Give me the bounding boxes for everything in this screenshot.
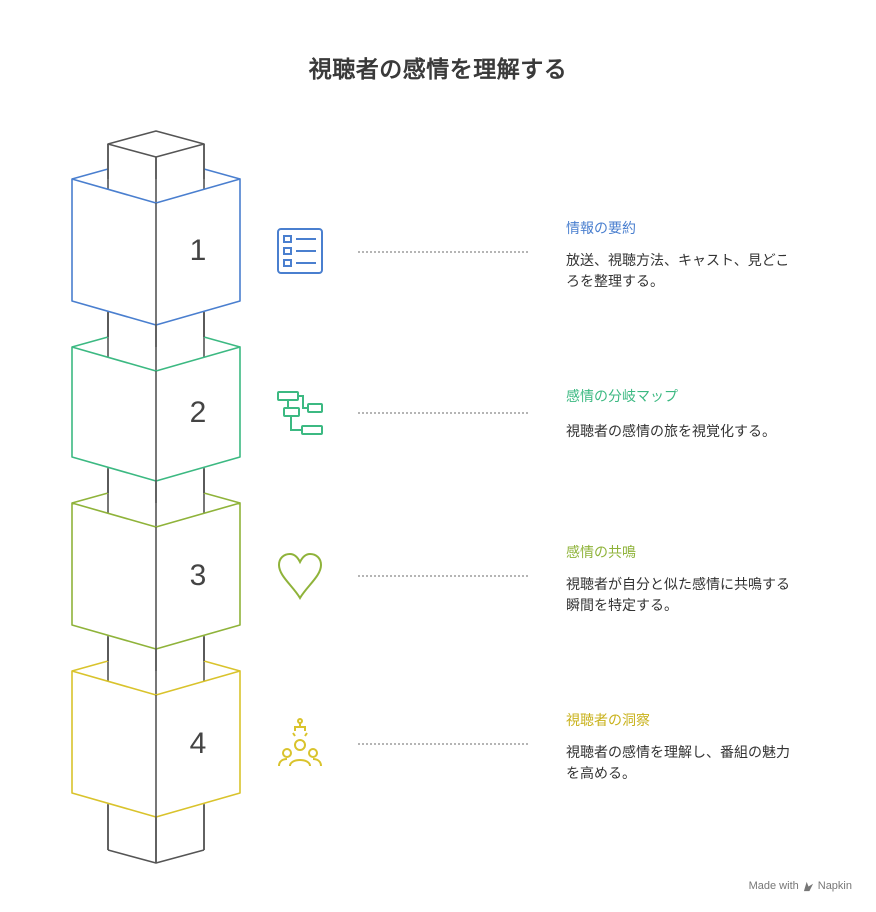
- audience-icon: [278, 718, 322, 767]
- heart-icon: [277, 552, 323, 600]
- step-4-title: 視聴者の洞察: [566, 713, 650, 729]
- connector-3: [358, 575, 528, 577]
- connector-2: [358, 412, 528, 414]
- step-1-number: 1: [189, 234, 207, 267]
- step-1-description: 放送、視聴方法、キャスト、見どころを整理する。: [566, 253, 790, 290]
- list-icon: [277, 228, 323, 274]
- step-4-description: 視聴者の感情を理解し、番組の魅力を高める。: [566, 745, 790, 782]
- napkin-logo-icon: [803, 881, 813, 891]
- shaft-top: [107, 130, 205, 158]
- connector-1: [358, 251, 528, 253]
- step-3-number: 3: [189, 559, 207, 592]
- made-with-napkin: Made with Napkin: [749, 880, 852, 892]
- step-2-number: 2: [189, 396, 207, 429]
- step-2-title: 感情の分岐マップ: [566, 389, 678, 405]
- step-3-description: 視聴者が自分と似た感情に共鳴する瞬間を特定する。: [566, 577, 790, 614]
- made-with-label: Made with: [748, 880, 799, 892]
- page-title: 視聴者の感情を理解する: [308, 57, 568, 83]
- connector-4: [358, 743, 528, 745]
- step-2-description: 視聴者の感情の旅を視覚化する。: [566, 424, 776, 440]
- napkin-brand: Napkin: [817, 880, 852, 892]
- step-4-number: 4: [189, 727, 207, 760]
- step-3-title: 感情の共鳴: [566, 545, 636, 561]
- flowchart-icon: [277, 391, 323, 435]
- step-1-title: 情報の要約: [566, 221, 636, 237]
